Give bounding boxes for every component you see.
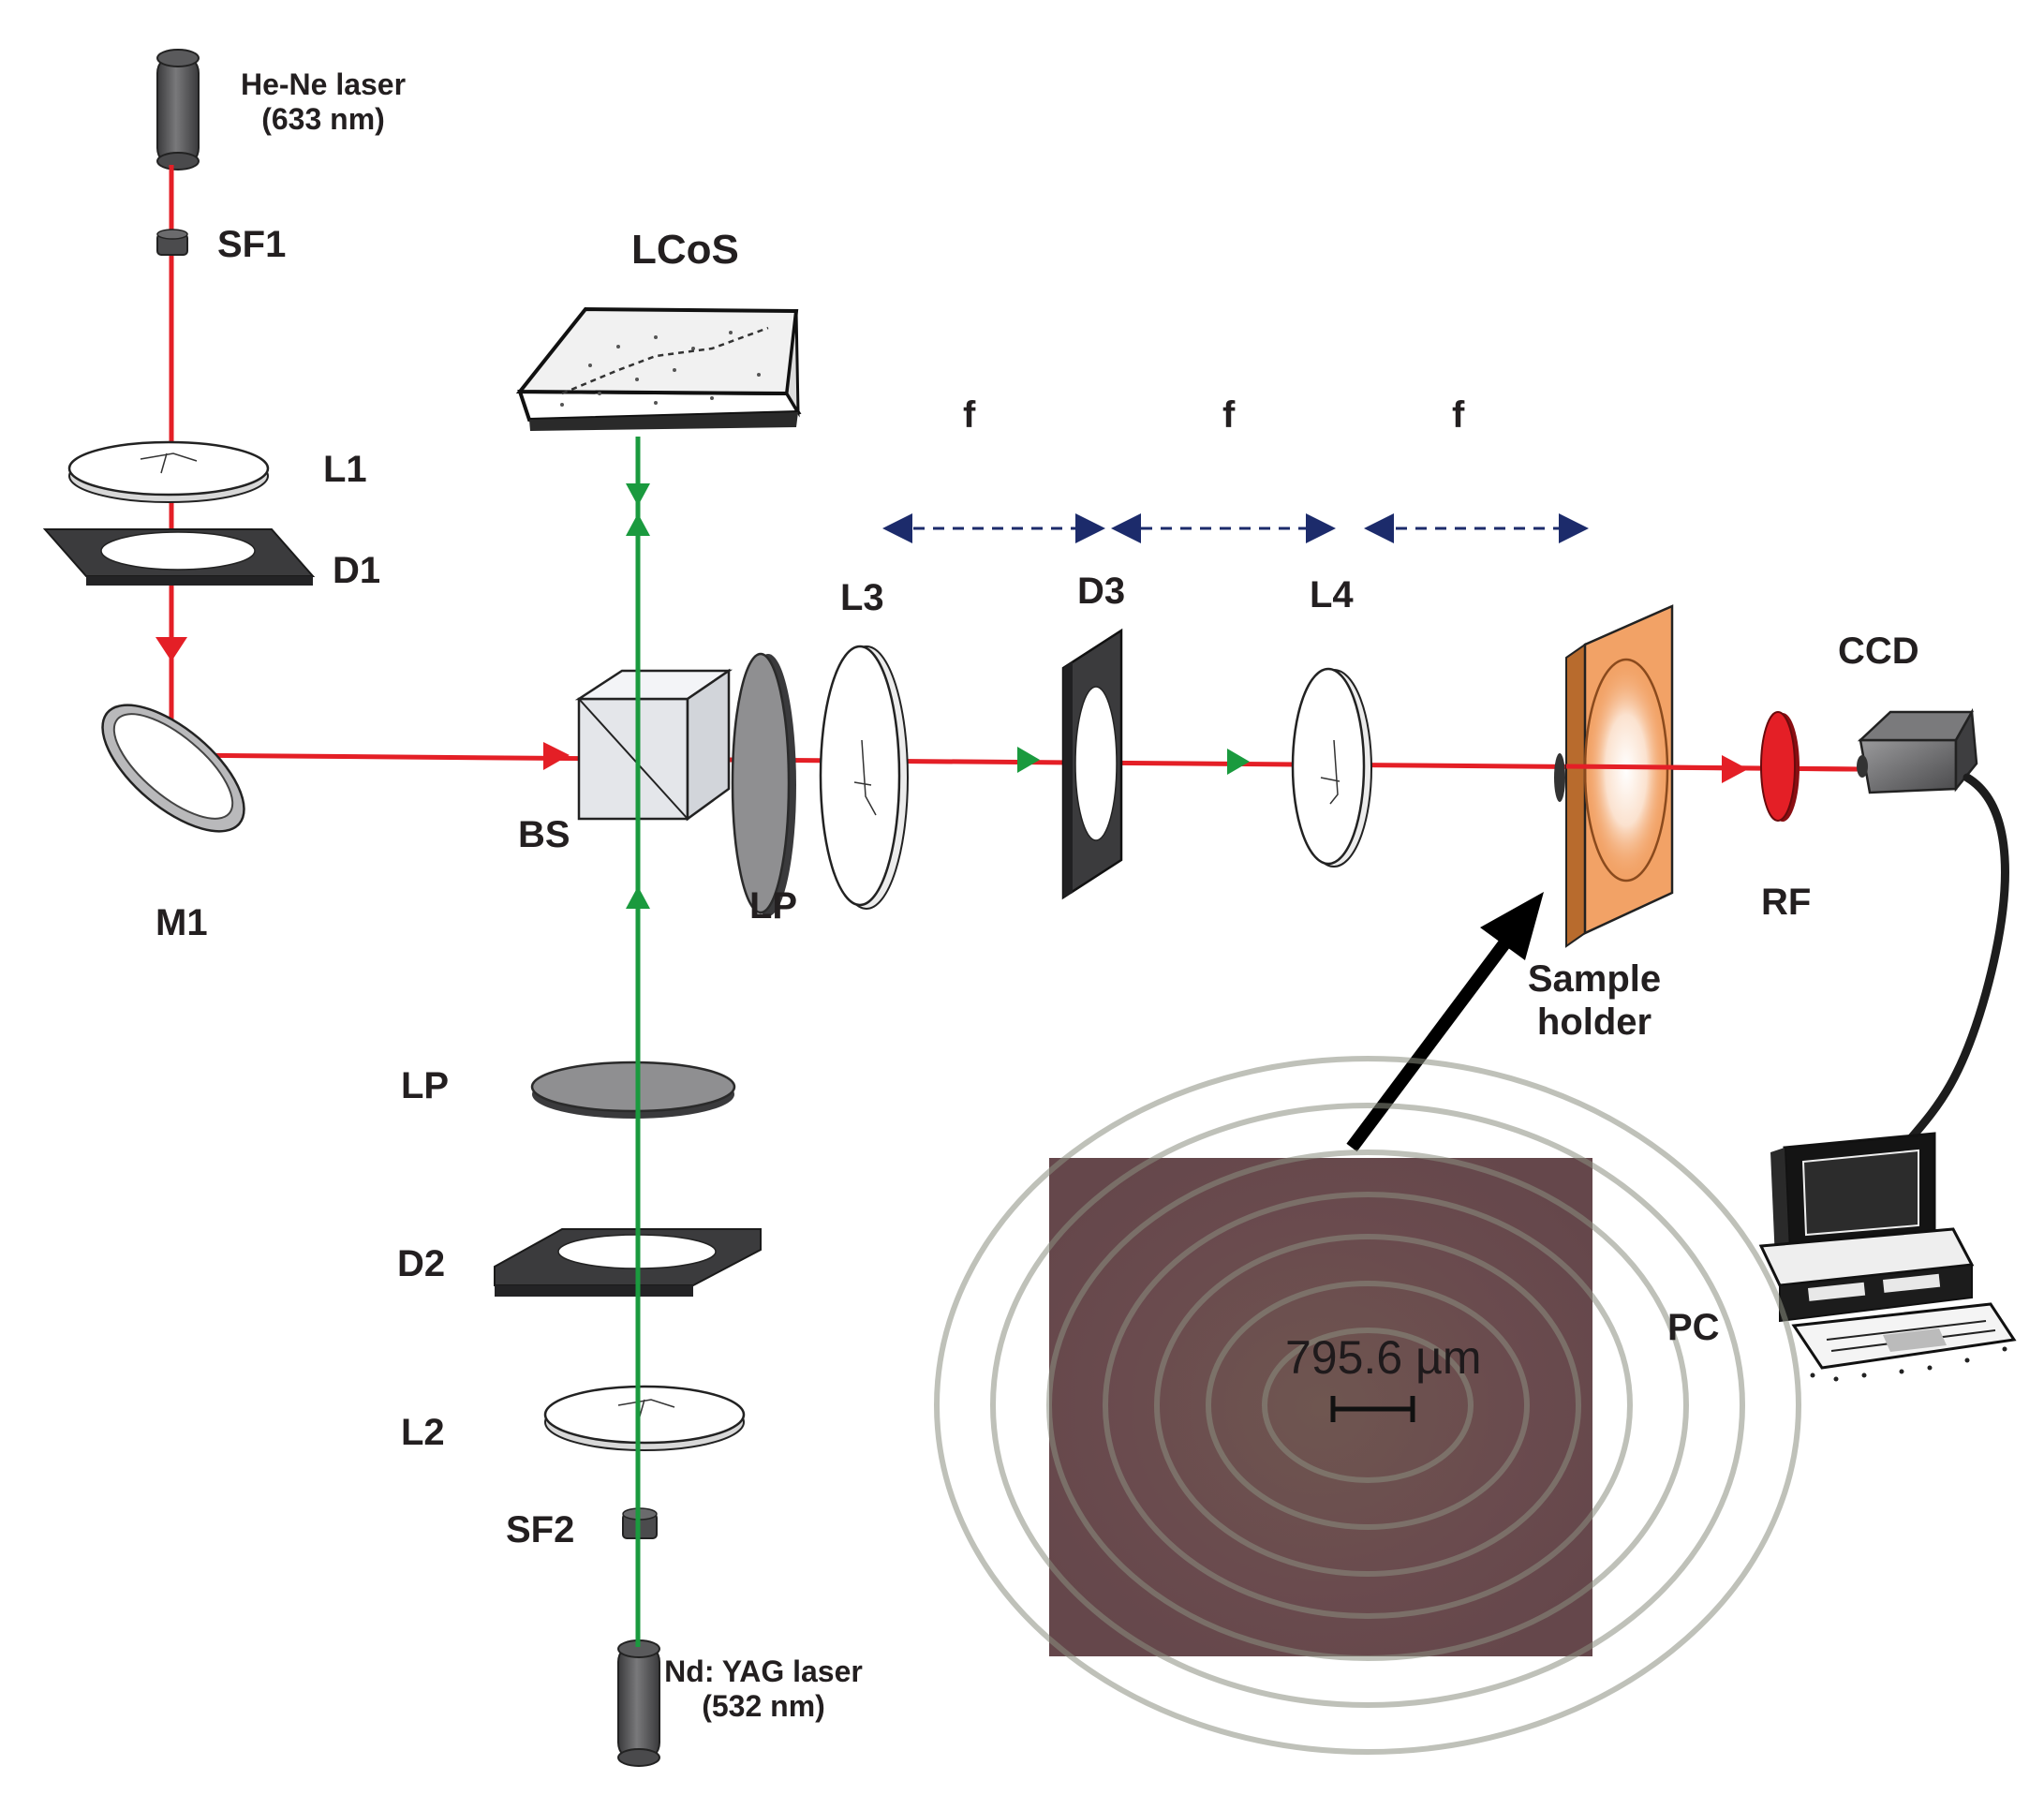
- spatial-filter-sf1-icon: [156, 229, 188, 256]
- ndyag-laser-icon: [617, 1639, 660, 1767]
- label-l2: L2: [401, 1412, 445, 1453]
- label-sf2: SF2: [506, 1509, 575, 1550]
- focal-distance-arrows: [882, 513, 1589, 543]
- label-f2: f: [1222, 394, 1236, 436]
- label-ccd: CCD: [1838, 630, 1919, 672]
- lens-l4-icon: [1291, 667, 1372, 868]
- sample-holder-icon: [1554, 604, 1674, 948]
- linear-polarizer-bottom-icon: [530, 1061, 736, 1119]
- lens-l3-icon: [819, 645, 909, 910]
- label-lp-bottom: LP: [401, 1065, 450, 1106]
- lens-l2-icon: [543, 1385, 746, 1451]
- diaphragm-d2-icon: [494, 1228, 762, 1297]
- red-filter-icon: [1760, 711, 1800, 822]
- label-ndyag-laser-line1: Nd: YAG laser: [664, 1654, 863, 1688]
- scale-bar-label: 795.6 µm: [1285, 1331, 1482, 1384]
- label-d3: D3: [1077, 571, 1126, 612]
- label-m1: M1: [156, 902, 208, 943]
- label-ndyag-laser-line2: (532 nm): [702, 1688, 825, 1723]
- label-sample-holder: Sample holder: [1528, 957, 1661, 1044]
- label-sample-holder-line1: Sample: [1527, 958, 1662, 1000]
- red-beam-after-sample: [1565, 764, 1860, 772]
- label-f1: f: [963, 394, 976, 436]
- label-l1: L1: [323, 449, 367, 490]
- label-hene-laser-line2: (633 nm): [261, 101, 385, 136]
- computer-pc-icon: [1758, 1132, 2017, 1382]
- lens-l1-icon: [67, 440, 270, 503]
- label-pc: PC: [1667, 1307, 1720, 1348]
- mirror-m1-icon: [101, 704, 245, 833]
- label-lp-top: LP: [749, 885, 798, 927]
- label-ndyag-laser: Nd: YAG laser (532 nm): [664, 1654, 863, 1724]
- label-lcos: LCoS: [631, 227, 739, 273]
- pointer-arrow: [1346, 892, 1544, 1152]
- beam-splitter-icon: [574, 668, 733, 822]
- label-l4: L4: [1310, 574, 1354, 616]
- diaphragm-d3-icon: [1061, 628, 1123, 900]
- ccd-cable: [1906, 773, 2009, 1143]
- linear-polarizer-top-icon: [731, 652, 796, 916]
- label-d2: D2: [397, 1243, 446, 1284]
- scale-bar: [1330, 1396, 1415, 1422]
- diaphragm-d1-icon: [42, 528, 316, 586]
- hene-laser-icon: [156, 49, 200, 171]
- label-d1: D1: [333, 550, 381, 591]
- label-l3: L3: [840, 577, 884, 618]
- label-sample-holder-line2: holder: [1536, 1001, 1652, 1043]
- label-sf1: SF1: [217, 224, 287, 265]
- label-hene-laser: He-Ne laser (633 nm): [241, 67, 406, 137]
- ccd-camera-icon: [1857, 707, 1978, 794]
- label-rf: RF: [1761, 882, 1812, 923]
- interference-pattern-inset: [934, 1056, 1801, 1755]
- label-hene-laser-line1: He-Ne laser: [240, 67, 407, 101]
- lcos-modulator-icon: [515, 306, 802, 431]
- label-f3: f: [1452, 394, 1465, 436]
- label-bs: BS: [518, 814, 570, 855]
